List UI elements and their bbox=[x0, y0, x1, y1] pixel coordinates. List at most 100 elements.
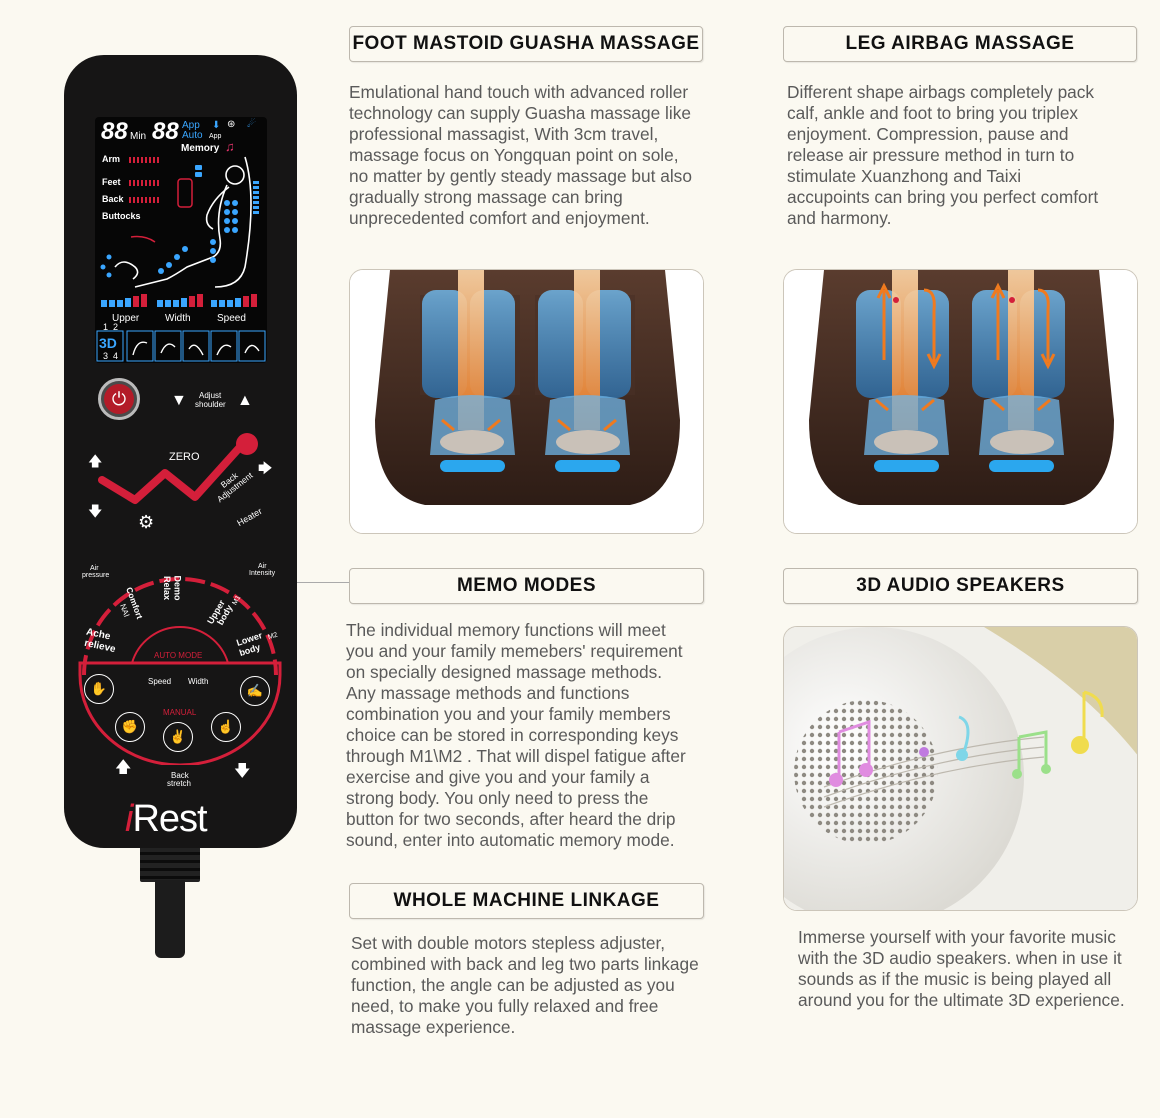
desc-line: on specially designed massage methods. bbox=[346, 662, 686, 683]
memo-title-text: MEMO MODES bbox=[457, 575, 596, 597]
connector-rib bbox=[140, 876, 200, 879]
manual-press-button[interactable]: ✍ bbox=[240, 676, 270, 706]
leg-down-button[interactable]: 🡇 bbox=[88, 501, 102, 525]
leg-airbag-image bbox=[783, 269, 1138, 534]
shoulder-label: shoulder bbox=[195, 401, 226, 409]
manual-shiatsu-button[interactable]: ☝ bbox=[211, 712, 241, 742]
leg-title: LEG AIRBAG MASSAGE bbox=[783, 26, 1137, 62]
desc-line: sound, enter into automatic memory mode. bbox=[346, 830, 686, 851]
desc-line: and harmony. bbox=[787, 208, 1098, 229]
desc-line: unprecedented comfort and enjoyment. bbox=[349, 208, 692, 229]
foot-title-text: FOOT MASTOID GUASHA MASSAGE bbox=[352, 33, 699, 55]
desc-line: massage experience. bbox=[351, 1017, 699, 1038]
shoulder-down-button[interactable]: ▼ bbox=[171, 392, 187, 410]
hand-shiatsu-icon: ☝ bbox=[218, 719, 234, 735]
desc-line: sounds as if the music is being played a… bbox=[798, 969, 1125, 990]
desc-line: release air pressure method in turn to bbox=[787, 145, 1098, 166]
lcd-screen: 88 Min 88 App Auto App ⬇ ⊛ ☄ Memory ♫ Ar… bbox=[95, 117, 267, 363]
linkage-description: Set with double motors stepless adjuster… bbox=[351, 933, 699, 1038]
foot-title: FOOT MASTOID GUASHA MASSAGE bbox=[349, 26, 703, 62]
manual-tap-button[interactable]: ✊ bbox=[115, 712, 145, 742]
audio-speaker-image bbox=[783, 626, 1138, 911]
desc-line: stimulate Xuanzhong and Taixi bbox=[787, 166, 1098, 187]
desc-line: button for two seconds, after heard the … bbox=[346, 809, 686, 830]
hand-press-icon: ✍ bbox=[247, 683, 263, 699]
desc-line: gradually strong massage can bring bbox=[349, 187, 692, 208]
settings-gear-icon[interactable]: ⚙ bbox=[138, 512, 154, 533]
hand-tap-icon: ✊ bbox=[122, 719, 138, 735]
desc-line: strong body. You only need to press the bbox=[346, 788, 686, 809]
desc-line: through M1\M2 . That will dispel fatigue… bbox=[346, 746, 686, 767]
mode-1: 1 bbox=[103, 322, 108, 332]
power-button[interactable]: ⏻ bbox=[98, 378, 140, 420]
desc-line: professional massagist, With 3cm travel, bbox=[349, 124, 692, 145]
remote-cable bbox=[155, 880, 185, 958]
back-stretch-label-2: stretch bbox=[167, 779, 191, 788]
manual-knead-button[interactable]: ✋ bbox=[84, 674, 114, 704]
air-pressure-label-1: Air bbox=[90, 565, 99, 572]
mode-3: 3 bbox=[103, 351, 108, 361]
back-stretch-up-button[interactable]: 🡅 bbox=[115, 756, 131, 783]
desc-line: Emulational hand touch with advanced rol… bbox=[349, 82, 692, 103]
desc-line: The individual memory functions will mee… bbox=[346, 620, 686, 641]
speaker-illustration bbox=[784, 627, 1138, 911]
adjust-label: Adjust bbox=[199, 392, 221, 400]
connector-rib bbox=[140, 860, 200, 863]
desc-line: combination you and your family members bbox=[346, 704, 686, 725]
mode-4: 4 bbox=[113, 351, 118, 361]
zero-gravity-icon[interactable] bbox=[80, 425, 280, 540]
desc-line: no matter by gently steady massage but a… bbox=[349, 166, 692, 187]
desc-line: choice can be stored in corresponding ke… bbox=[346, 725, 686, 746]
foot-massage-illustration bbox=[350, 270, 704, 534]
leg-up-button[interactable]: 🡅 bbox=[88, 451, 102, 475]
hand-knead-icon: ✋ bbox=[91, 681, 107, 697]
desc-line: around you for the ultimate 3D experienc… bbox=[798, 990, 1125, 1011]
leg-title-text: LEG AIRBAG MASSAGE bbox=[846, 33, 1075, 55]
speed-label: Speed bbox=[217, 313, 246, 324]
linkage-title: WHOLE MACHINE LINKAGE bbox=[349, 883, 704, 919]
desc-line: with the 3D audio speakers. when in use … bbox=[798, 948, 1125, 969]
desc-line: Immerse yourself with your favorite musi… bbox=[798, 927, 1125, 948]
desc-line: technology can supply Guasha massage lik… bbox=[349, 103, 692, 124]
audio-description: Immerse yourself with your favorite musi… bbox=[798, 927, 1125, 1011]
desc-line: you and your family memebers' requiremen… bbox=[346, 641, 686, 662]
desc-line: enjoyment. Compression, pause and bbox=[787, 124, 1098, 145]
back-stretch-down-button[interactable]: 🡇 bbox=[234, 760, 250, 787]
leg-airbag-illustration bbox=[784, 270, 1138, 534]
desc-line: massage focus on Yongquan point on sole, bbox=[349, 145, 692, 166]
speed-button[interactable]: Speed bbox=[148, 677, 171, 686]
audio-title-text: 3D AUDIO SPEAKERS bbox=[856, 575, 1064, 597]
demo-button[interactable]: Demo bbox=[173, 575, 183, 600]
foot-massage-image bbox=[349, 269, 704, 534]
hand-roll-icon: ✌ bbox=[170, 729, 186, 745]
desc-line: combined with back and leg two parts lin… bbox=[351, 954, 699, 975]
desc-line: function, the angle can be adjusted as y… bbox=[351, 975, 699, 996]
audio-title: 3D AUDIO SPEAKERS bbox=[783, 568, 1138, 604]
desc-line: Different shape airbags completely pack bbox=[787, 82, 1098, 103]
width-label: Width bbox=[165, 313, 191, 324]
desc-line: calf, ankle and foot to bring you triple… bbox=[787, 103, 1098, 124]
connector-rib bbox=[140, 868, 200, 871]
desc-line: Set with double motors stepless adjuster… bbox=[351, 933, 699, 954]
manual-label: MANUAL bbox=[163, 708, 196, 717]
foot-description: Emulational hand touch with advanced rol… bbox=[349, 82, 692, 229]
brand-logo: iRest bbox=[125, 798, 207, 841]
manual-roll-button[interactable]: ✌ bbox=[163, 722, 193, 752]
shoulder-up-button[interactable]: ▲ bbox=[237, 392, 253, 410]
power-icon: ⏻ bbox=[112, 390, 126, 408]
body-figure-icon bbox=[95, 117, 267, 363]
linkage-title-text: WHOLE MACHINE LINKAGE bbox=[394, 890, 660, 912]
memo-title: MEMO MODES bbox=[349, 568, 704, 604]
leg-description: Different shape airbags completely pack … bbox=[787, 82, 1098, 229]
zero-label: ZERO bbox=[169, 451, 200, 463]
air-intensity-label-1: Air bbox=[258, 563, 267, 570]
relax-button[interactable]: Relax bbox=[162, 576, 172, 600]
width-button[interactable]: Width bbox=[188, 677, 208, 686]
mode-3d-label: 3D bbox=[99, 335, 117, 351]
desc-line: exercise and give you and your family a bbox=[346, 767, 686, 788]
memo-description: The individual memory functions will mee… bbox=[346, 620, 686, 851]
desc-line: accupoints can bring you perfect comfort bbox=[787, 187, 1098, 208]
back-up-button[interactable]: 🡆 bbox=[258, 458, 272, 482]
desc-line: need, to make you fully relaxed and free bbox=[351, 996, 699, 1017]
desc-line: Any massage methods and functions bbox=[346, 683, 686, 704]
